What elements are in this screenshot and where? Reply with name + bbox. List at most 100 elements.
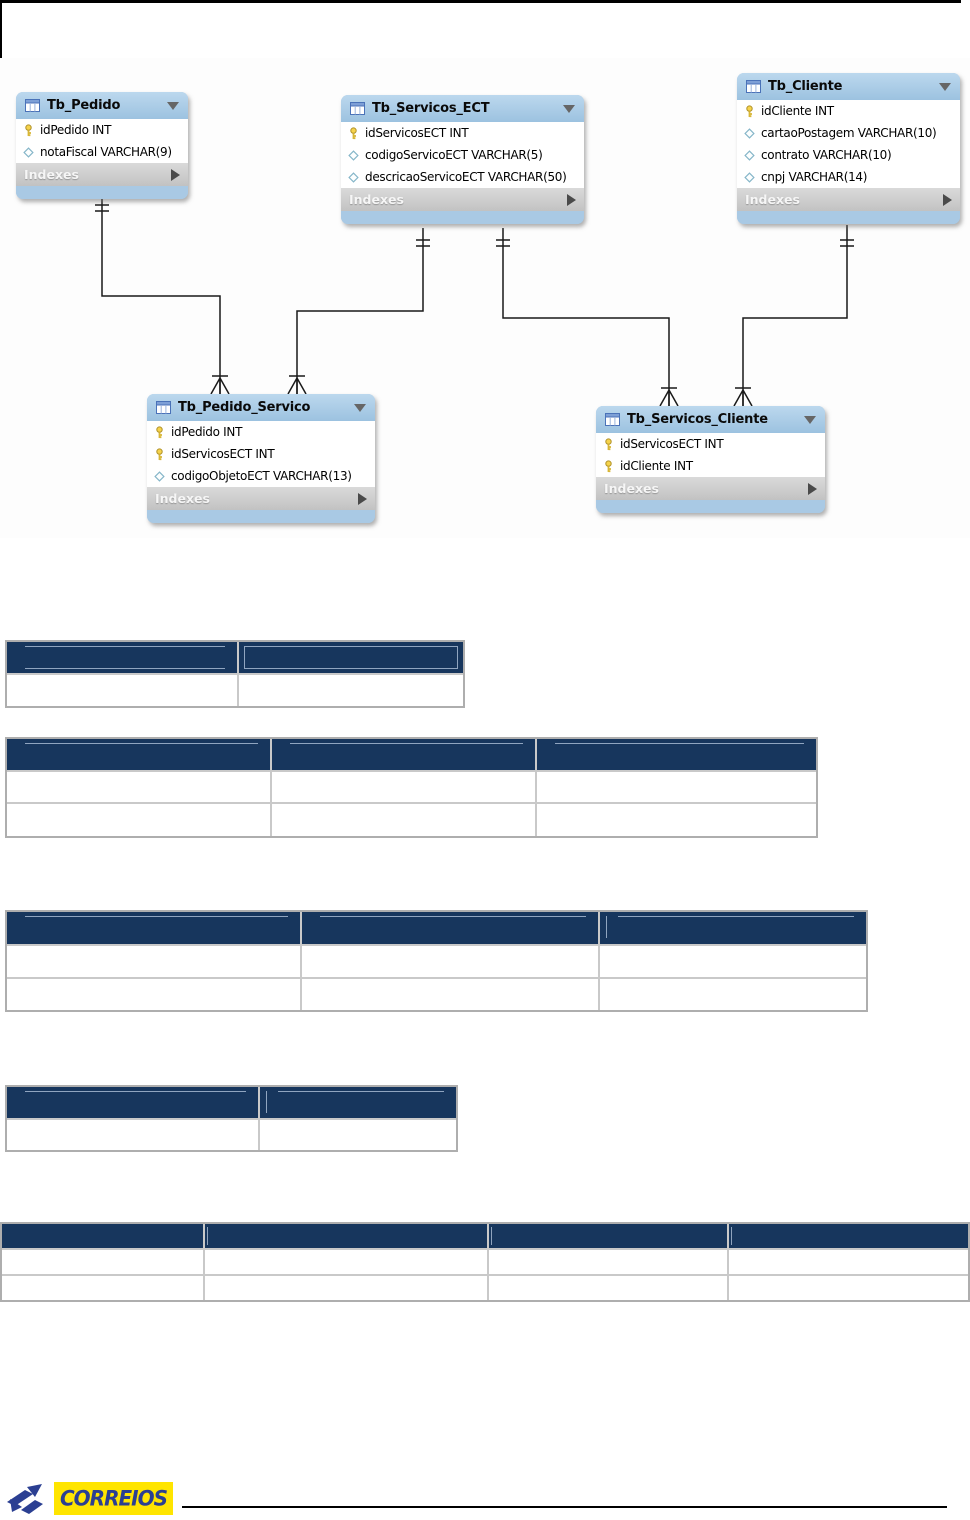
entity-column: idServicosECT INT	[596, 433, 825, 455]
table-cell	[260, 1120, 456, 1150]
entity-column: idServicosECT INT	[341, 122, 584, 144]
table-cell	[302, 979, 598, 1010]
relationship-line	[742, 225, 848, 406]
table-header-cell	[260, 1087, 456, 1118]
table-icon	[350, 102, 365, 115]
entity-column: idCliente INT	[596, 455, 825, 477]
indexes-row[interactable]: Indexes	[147, 487, 375, 510]
collapse-triangle-icon[interactable]	[563, 104, 575, 113]
table-cell	[239, 675, 463, 706]
crow-foot	[733, 387, 753, 407]
primary-key-icon	[605, 437, 612, 450]
page-left-edge-artifact	[0, 0, 2, 100]
entity-header[interactable]: Tb_Servicos_ECT	[341, 95, 584, 122]
table-cell	[729, 1250, 968, 1274]
indexes-label: Indexes	[604, 481, 659, 496]
indexes-row[interactable]: Indexes	[341, 188, 584, 211]
table-header-cell	[7, 642, 237, 673]
one-cardinality-marks	[95, 204, 109, 212]
entity-header[interactable]: Tb_Cliente	[737, 73, 960, 100]
one-cardinality-marks	[416, 239, 430, 247]
entity-tb-cliente: Tb_Cliente idCliente INT cartaoPostagem …	[737, 73, 960, 224]
doc-table-2	[5, 737, 818, 838]
primary-key-icon	[156, 447, 163, 460]
primary-key-icon	[156, 425, 163, 438]
doc-table-4	[5, 1085, 458, 1152]
footer-rule	[182, 1506, 947, 1508]
diamond-icon	[744, 127, 755, 139]
table-header-cell	[2, 1224, 203, 1248]
table-cell	[302, 946, 598, 977]
entity-column: descricaoServicoECT VARCHAR(50)	[341, 166, 584, 188]
entity-header[interactable]: Tb_Servicos_Cliente	[596, 406, 825, 433]
diamond-icon	[744, 149, 755, 161]
table-cell	[729, 1276, 968, 1300]
entity-tb-servicos-ect: Tb_Servicos_ECT idServicosECT INT codigo…	[341, 95, 584, 224]
entity-column: notaFiscal VARCHAR(9)	[16, 141, 188, 163]
indexes-label: Indexes	[24, 167, 79, 182]
column-label: idPedido INT	[40, 123, 112, 137]
entity-column: idServicosECT INT	[147, 443, 375, 465]
column-label: idServicosECT INT	[171, 447, 275, 461]
one-cardinality-marks	[496, 239, 510, 247]
table-header-cell	[7, 1087, 258, 1118]
entity-header[interactable]: Tb_Pedido	[16, 92, 188, 119]
diamond-icon	[348, 149, 359, 161]
entity-title: Tb_Servicos_ECT	[372, 101, 490, 116]
table-header-cell	[205, 1224, 487, 1248]
column-label: idServicosECT INT	[620, 437, 724, 451]
entity-tb-servicos-cliente: Tb_Servicos_Cliente idServicosECT INT id…	[596, 406, 825, 513]
table-header-cell	[7, 912, 300, 944]
expand-arrow-icon	[171, 168, 180, 181]
table-cell	[7, 772, 270, 802]
correios-wordmark-box: CORREIOS	[54, 1481, 173, 1515]
column-label: idCliente INT	[761, 104, 834, 118]
column-label: notaFiscal VARCHAR(9)	[40, 145, 172, 159]
entity-columns: idCliente INT cartaoPostagem VARCHAR(10)…	[737, 100, 960, 188]
table-cell	[537, 804, 816, 836]
indexes-label: Indexes	[349, 192, 404, 207]
indexes-row[interactable]: Indexes	[596, 477, 825, 500]
table-cell	[205, 1250, 487, 1274]
page-top-rule	[0, 0, 961, 3]
column-label: descricaoServicoECT VARCHAR(50)	[365, 170, 567, 184]
table-cell	[7, 1120, 258, 1150]
table-cell	[272, 804, 535, 836]
entity-columns: idServicosECT INT idCliente INT	[596, 433, 825, 477]
relationship-line	[502, 228, 670, 406]
entity-column: idCliente INT	[737, 100, 960, 122]
table-icon	[605, 413, 620, 426]
diamond-icon	[154, 470, 165, 482]
relationship-line	[296, 228, 424, 394]
collapse-triangle-icon[interactable]	[167, 101, 179, 110]
doc-table-5	[0, 1222, 970, 1302]
primary-key-icon	[605, 459, 612, 472]
collapse-triangle-icon[interactable]	[804, 415, 816, 424]
collapse-triangle-icon[interactable]	[354, 403, 366, 412]
table-cell	[272, 772, 535, 802]
entity-tb-pedido: Tb_Pedido idPedido INT notaFiscal VARCHA…	[16, 92, 188, 199]
entity-footer	[16, 186, 188, 199]
entity-columns: idServicosECT INT codigoServicoECT VARCH…	[341, 122, 584, 188]
entity-footer	[341, 211, 584, 224]
entity-header[interactable]: Tb_Pedido_Servico	[147, 394, 375, 421]
table-icon	[25, 99, 40, 112]
crow-foot	[210, 375, 230, 395]
table-cell	[537, 772, 816, 802]
one-cardinality-marks	[840, 239, 854, 247]
column-label: idCliente INT	[620, 459, 693, 473]
indexes-row[interactable]: Indexes	[16, 163, 188, 186]
table-header-cell	[239, 642, 463, 673]
table-cell	[7, 979, 300, 1010]
table-cell	[7, 675, 237, 706]
entity-column: cartaoPostagem VARCHAR(10)	[737, 122, 960, 144]
table-cell	[600, 979, 866, 1010]
column-label: codigoObjetoECT VARCHAR(13)	[171, 469, 352, 483]
crow-foot	[659, 387, 679, 407]
table-cell	[2, 1276, 203, 1300]
indexes-row[interactable]: Indexes	[737, 188, 960, 211]
entity-footer	[596, 500, 825, 513]
table-header-cell	[537, 739, 816, 770]
column-label: contrato VARCHAR(10)	[761, 148, 892, 162]
collapse-triangle-icon[interactable]	[939, 82, 951, 91]
